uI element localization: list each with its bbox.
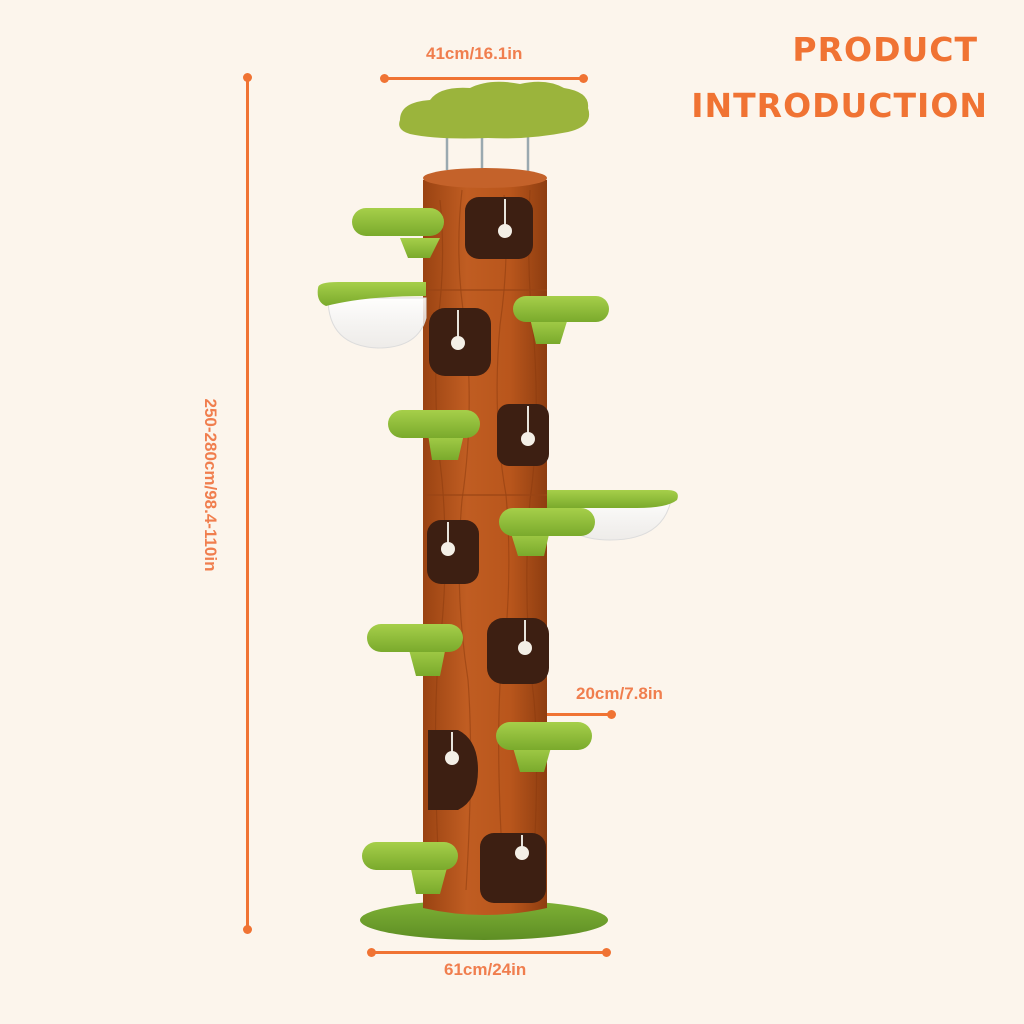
top-width-dot-right	[579, 74, 588, 83]
base-width-line	[372, 951, 606, 954]
top-width-label: 41cm/16.1in	[426, 44, 523, 63]
platform-6	[496, 722, 592, 772]
hanging-toys	[441, 199, 535, 860]
platform-5	[367, 624, 463, 676]
platform-depth-label: 20cm/7.8in	[576, 684, 663, 703]
platform-3	[388, 410, 480, 460]
page-title: PRODUCT INTRODUCTION	[691, 22, 988, 134]
title-line-1: PRODUCT	[792, 30, 978, 69]
base-width-dot-right	[602, 948, 611, 957]
platforms	[352, 208, 609, 894]
base-width-label: 61cm/24in	[444, 960, 527, 979]
platform-depth-dot-right	[607, 710, 616, 719]
title-line-2: INTRODUCTION	[691, 86, 988, 125]
base-platform	[360, 900, 608, 940]
top-width-dot-left	[380, 74, 389, 83]
top-cloud-platform	[399, 81, 590, 139]
top-width-line	[385, 77, 583, 80]
platform-4	[499, 508, 595, 556]
platform-7	[362, 842, 458, 894]
platform-2	[513, 296, 609, 344]
platform-depth-line	[495, 713, 611, 716]
base-width-dot-left	[367, 948, 376, 957]
height-dot-bottom	[243, 925, 252, 934]
platform-1	[352, 208, 444, 258]
height-line	[246, 77, 249, 929]
height-dot-top	[243, 73, 252, 82]
